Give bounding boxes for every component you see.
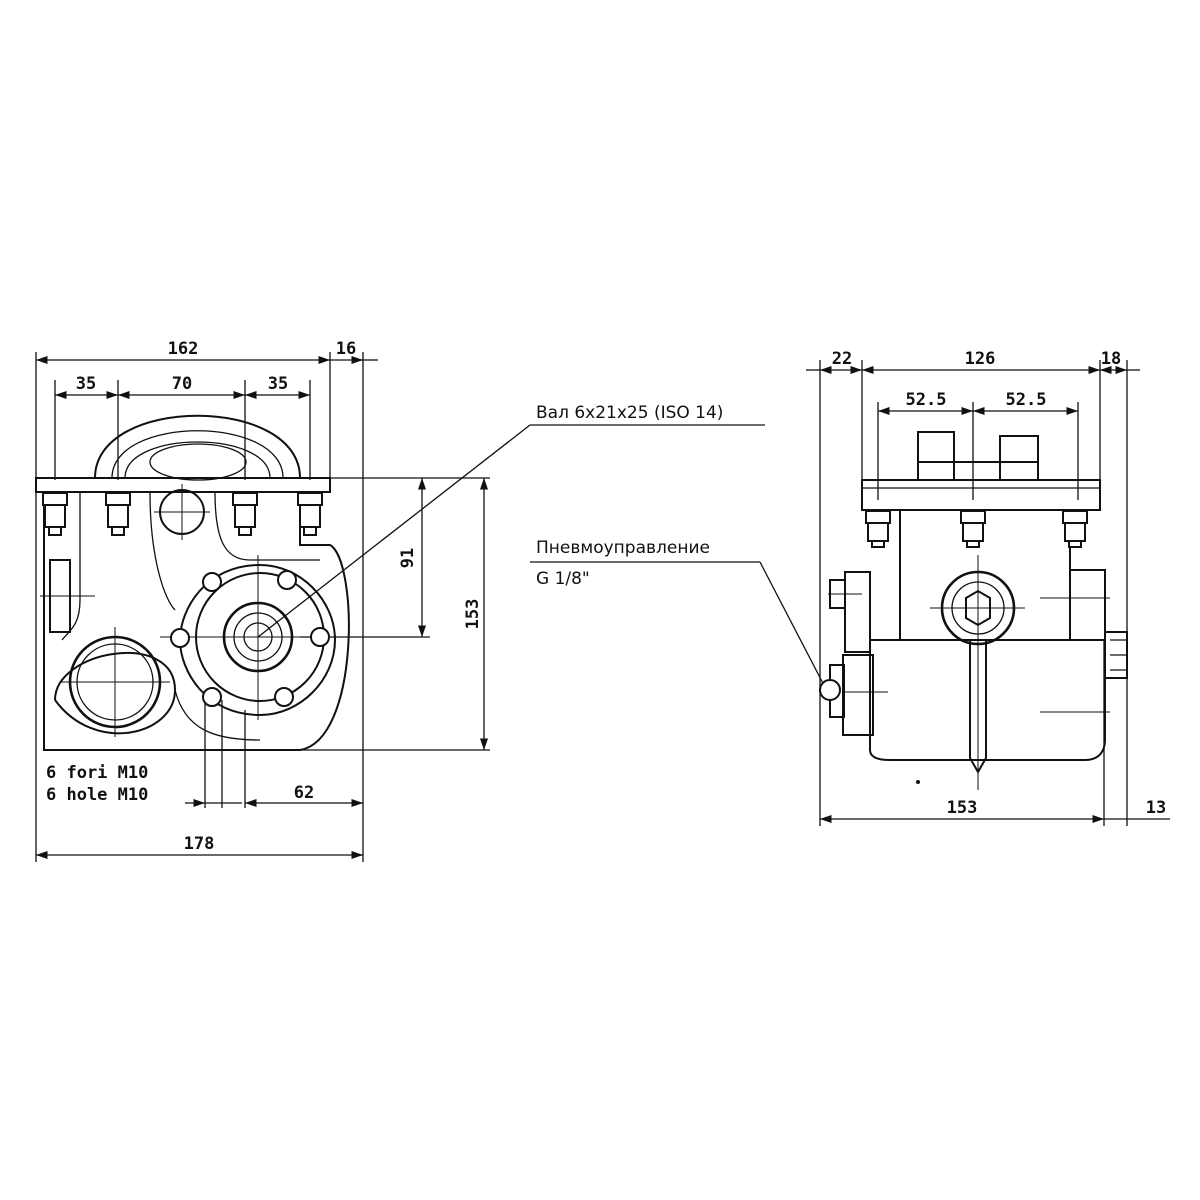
front-bolt-4 <box>297 492 323 536</box>
side-dimension-labels: 22 126 18 52.5 52.5 153 13 <box>832 349 1166 818</box>
side-bolt-1 <box>865 510 891 548</box>
dim-front-bottom-overall: 178 <box>184 834 215 854</box>
front-dimension-lines <box>36 355 489 860</box>
dim-front-top-overall: 162 <box>168 339 199 359</box>
shaft-callout: Вал 6x21x25 (ISO 14) <box>536 403 723 423</box>
dim-side-top-right: 18 <box>1101 349 1121 369</box>
dim-side-bolt-left: 52.5 <box>906 390 947 410</box>
pneumatic-leader-line <box>759 561 829 694</box>
dim-front-bolt-right: 35 <box>268 374 288 394</box>
side-bolt-2 <box>960 510 986 548</box>
dim-side-bottom-right: 13 <box>1146 798 1166 818</box>
dim-side-top-mid: 126 <box>965 349 996 369</box>
front-dimension-labels: 162 16 35 70 35 91 153 62 178 6 fori M10… <box>46 339 483 854</box>
dim-side-bottom-overall: 153 <box>947 798 978 818</box>
shaft-leader-line <box>257 424 531 638</box>
front-housing <box>35 414 350 751</box>
pneumatic-callout-line1: Пневмоуправление <box>536 538 710 558</box>
dim-front-shaft-offset: 62 <box>294 783 314 803</box>
dim-front-bolt-left: 35 <box>76 374 96 394</box>
dim-side-top-left: 22 <box>832 349 852 369</box>
front-bolt-3 <box>232 492 258 536</box>
dim-front-height-shaft: 91 <box>398 548 418 568</box>
side-view: 22 126 18 52.5 52.5 153 13 <box>806 349 1170 826</box>
front-bolts <box>42 492 323 536</box>
front-bolt-1 <box>42 492 68 536</box>
pneumatic-callout-line2: G 1/8" <box>536 569 590 589</box>
side-dimension-lines <box>806 365 1170 824</box>
dim-side-bolt-right: 52.5 <box>1006 390 1047 410</box>
dim-front-height-total: 153 <box>463 599 483 630</box>
dim-front-bolt-mid: 70 <box>172 374 192 394</box>
front-view: 162 16 35 70 35 91 153 62 178 6 fori M10… <box>35 339 490 862</box>
side-bolts <box>865 510 1088 548</box>
callouts: Вал 6x21x25 (ISO 14) Пневмоуправление G … <box>257 403 829 694</box>
front-bolt-2 <box>105 492 131 536</box>
dim-front-top-right: 16 <box>336 339 356 359</box>
side-bolt-3 <box>1062 510 1088 548</box>
hole-note-english: 6 hole M10 <box>46 785 148 805</box>
hole-note-italian: 6 fori M10 <box>46 763 148 783</box>
